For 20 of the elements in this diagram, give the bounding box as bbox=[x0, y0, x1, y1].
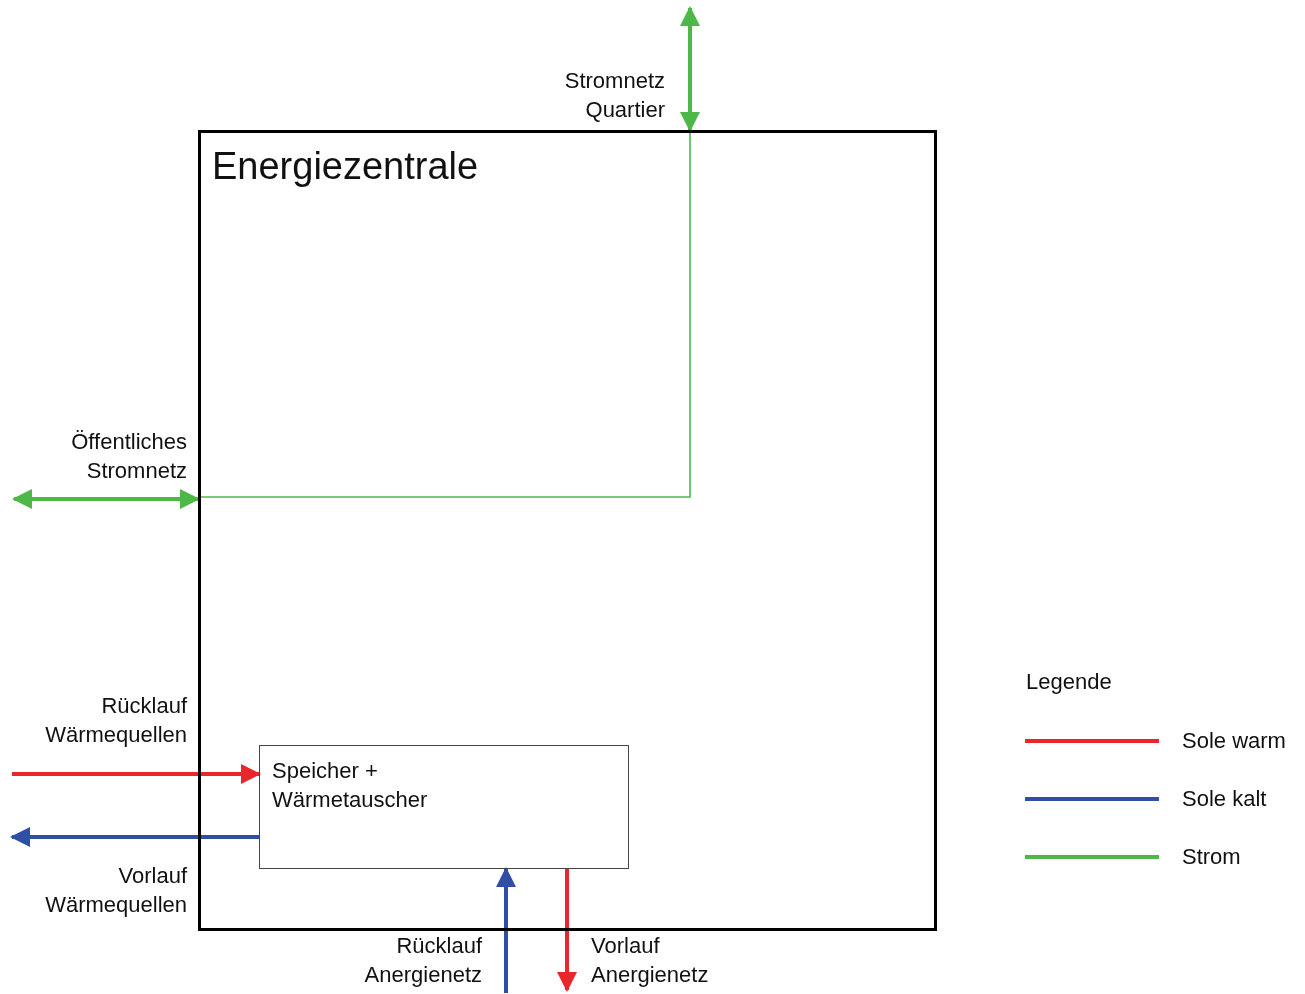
legend-title: Legende bbox=[1026, 668, 1113, 696]
flow-label: Rücklauf Wärmequellen bbox=[44, 692, 187, 749]
flow-label: Vorlauf Anergienetz bbox=[591, 932, 710, 989]
system-boundary-box bbox=[198, 130, 937, 931]
flow-arrow bbox=[12, 489, 200, 509]
flow-arrow bbox=[557, 869, 577, 992]
flow-label: Öffentliches Stromnetz bbox=[70, 428, 187, 485]
flow-arrow bbox=[12, 764, 261, 784]
flow-arrow bbox=[10, 827, 259, 847]
box-title: Energiezentrale bbox=[212, 144, 479, 189]
legend-label: Sole warm bbox=[1182, 727, 1286, 755]
flow-arrow bbox=[680, 6, 700, 132]
component-box bbox=[259, 745, 629, 869]
legend-label: Sole kalt bbox=[1182, 785, 1267, 813]
flow-label: Stromnetz Quartier bbox=[563, 67, 665, 124]
flow-label: Vorlauf Wärmequellen bbox=[44, 862, 187, 919]
flow-arrow bbox=[496, 867, 516, 993]
flow-label: Rücklauf Anergienetz bbox=[363, 932, 482, 989]
legend-label: Strom bbox=[1182, 843, 1241, 871]
box-label: Speicher + Wärmetauscher bbox=[272, 757, 429, 814]
